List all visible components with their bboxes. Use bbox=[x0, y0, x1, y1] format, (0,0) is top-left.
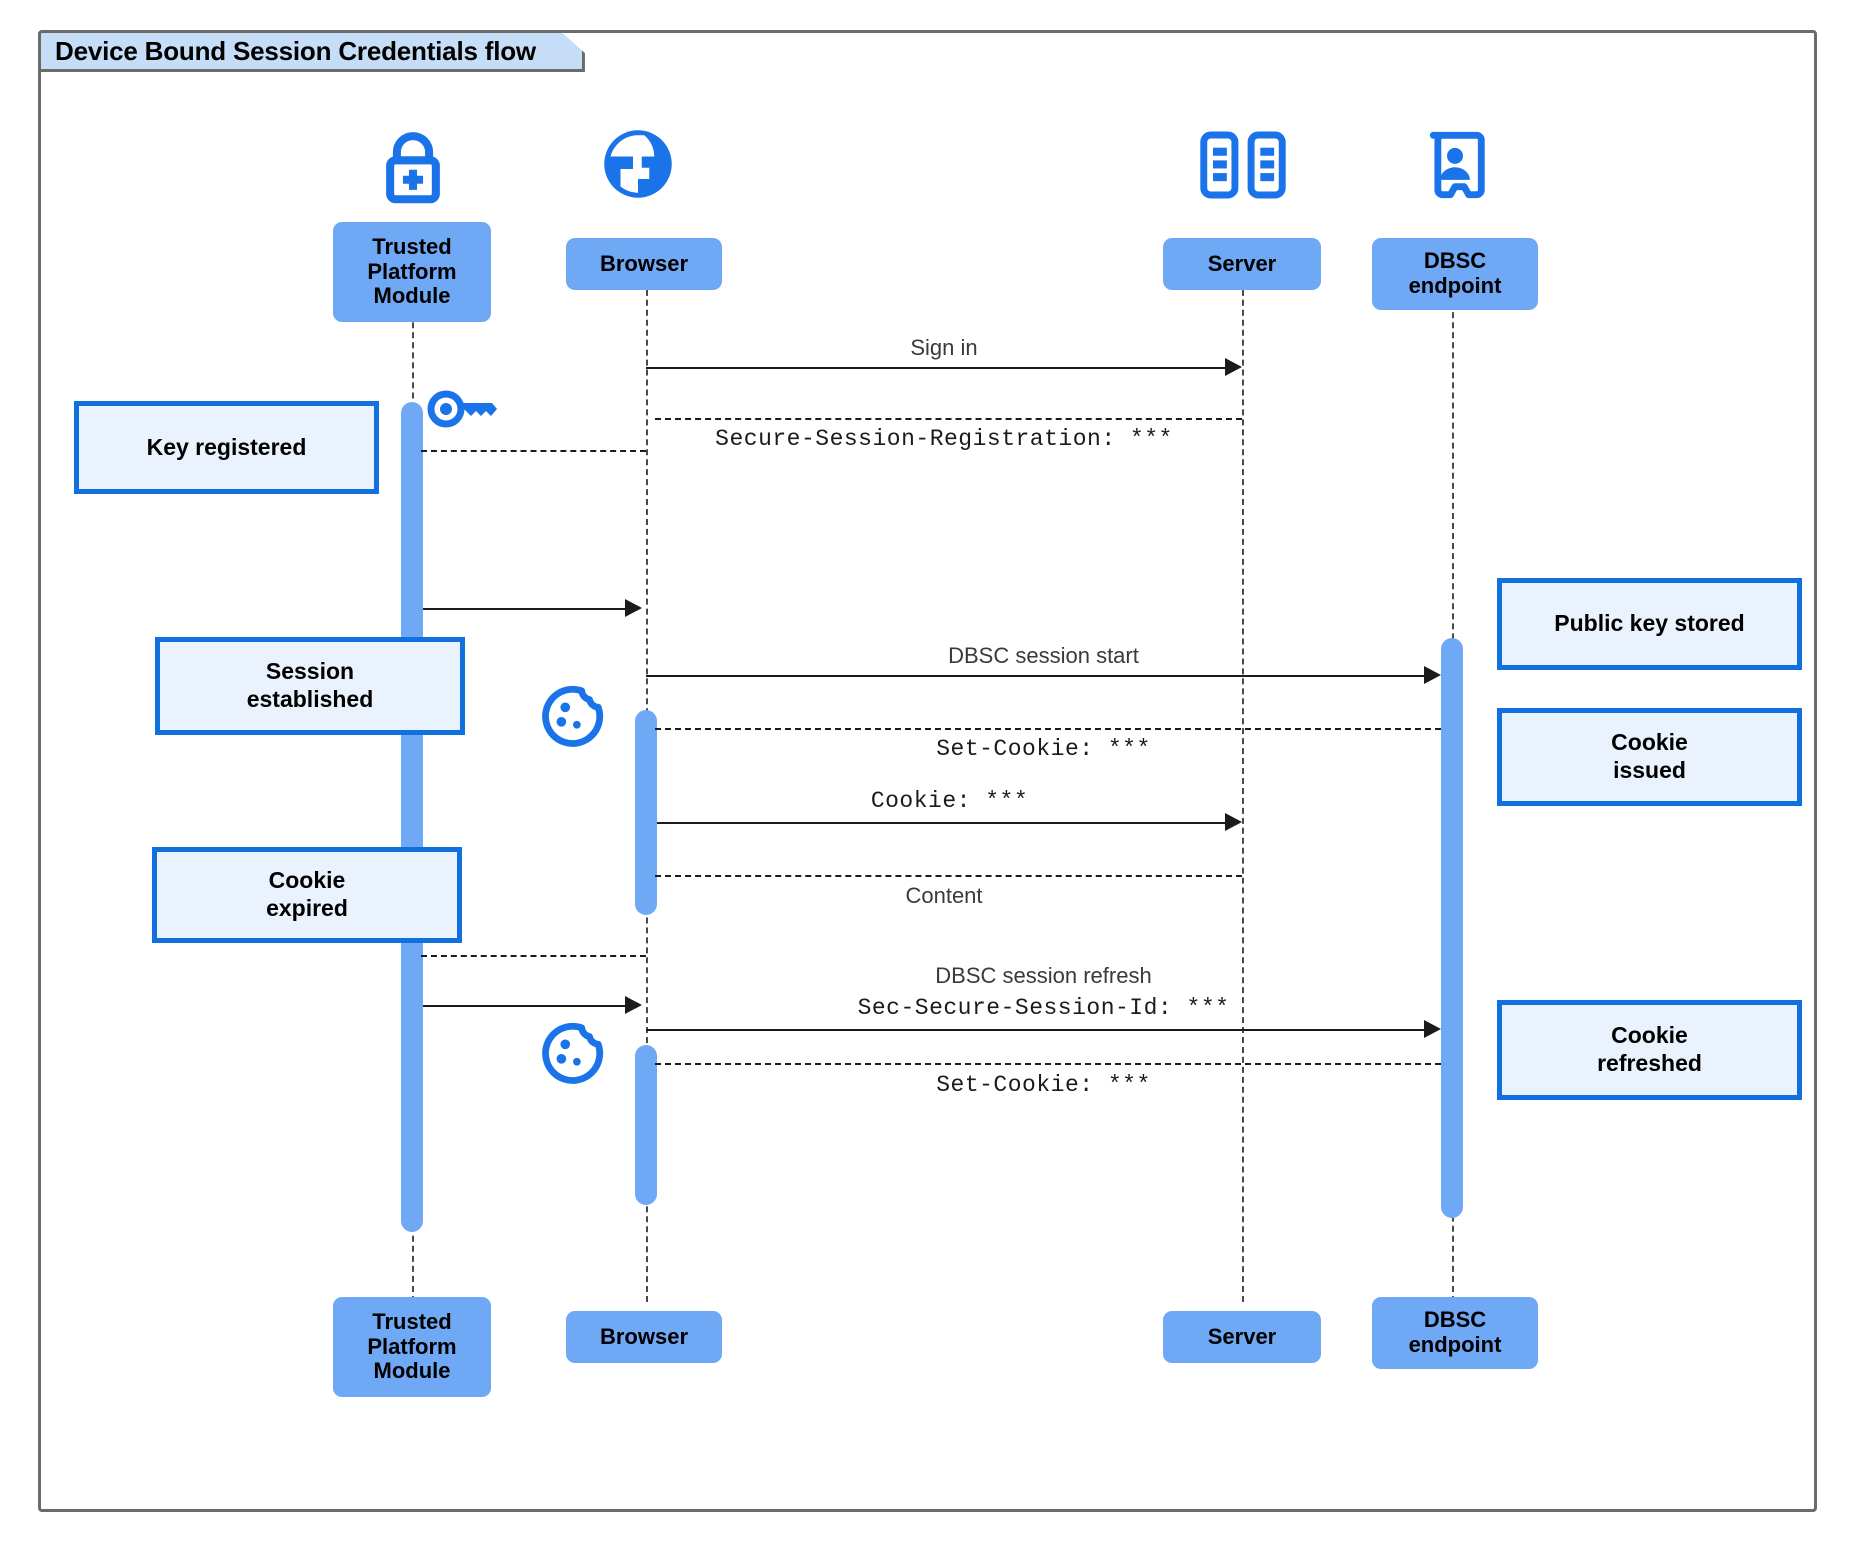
message-line-m1 bbox=[646, 367, 1229, 369]
diagram-title: Device Bound Session Credentials flow bbox=[38, 30, 585, 72]
participant-browser-bottom[interactable]: Browser bbox=[566, 1311, 722, 1363]
note-public-key-stored: Public key stored bbox=[1497, 578, 1802, 670]
participant-label: Server bbox=[1207, 250, 1277, 276]
message-line-m10 bbox=[423, 1005, 629, 1007]
activation-browser-2 bbox=[635, 1045, 657, 1205]
message-arrowhead-m5 bbox=[1424, 666, 1441, 684]
message-label-m2: Secure-Session-Registration: *** bbox=[715, 426, 1173, 452]
participant-server-bottom[interactable]: Server bbox=[1163, 1311, 1321, 1363]
message-line-m11 bbox=[646, 1029, 1428, 1031]
message-label-m8: Content bbox=[905, 883, 983, 908]
message-arrowhead-m10 bbox=[625, 996, 642, 1014]
message-line-m5 bbox=[646, 675, 1428, 677]
participant-label: DBSC endpoint bbox=[1408, 248, 1502, 298]
participant-browser-top[interactable]: Browser bbox=[566, 238, 722, 290]
note-text: Key registered bbox=[146, 433, 307, 460]
message-arrowhead-m4 bbox=[625, 599, 642, 617]
message-label-m6: Set-Cookie: *** bbox=[936, 736, 1151, 762]
lifeline-server bbox=[1242, 250, 1244, 1302]
activation-dbsc bbox=[1441, 638, 1463, 1218]
message-label-m5: DBSC session start bbox=[948, 643, 1139, 668]
participant-label: Browser bbox=[599, 250, 689, 276]
lock-plus-icon bbox=[386, 132, 440, 204]
key-icon bbox=[427, 390, 497, 428]
participant-tpm-bottom[interactable]: Trusted Platform Module bbox=[333, 1297, 491, 1397]
participant-label: DBSC endpoint bbox=[1408, 1307, 1502, 1357]
note-text: Cookie expired bbox=[266, 867, 348, 921]
participant-label: Trusted Platform Module bbox=[367, 1309, 457, 1384]
id-badge-icon bbox=[1429, 131, 1485, 199]
message-line-m7 bbox=[657, 822, 1229, 824]
message-line-m2 bbox=[655, 418, 1242, 420]
message-line-m3 bbox=[421, 450, 646, 452]
message-line-m6 bbox=[655, 728, 1441, 730]
participant-server-top[interactable]: Server bbox=[1163, 238, 1321, 290]
message-arrowhead-m7 bbox=[1225, 813, 1242, 831]
message-arrowhead-m1 bbox=[1225, 358, 1242, 376]
message-label-m7: Cookie: *** bbox=[870, 788, 1029, 814]
participant-label: Server bbox=[1207, 1323, 1277, 1349]
message-line-m8 bbox=[655, 875, 1242, 877]
note-cookie-issued: Cookie issued bbox=[1497, 708, 1802, 806]
message-label-m12: Set-Cookie: *** bbox=[936, 1072, 1151, 1098]
note-text: Public key stored bbox=[1554, 610, 1745, 637]
participant-tpm-top[interactable]: Trusted Platform Module bbox=[333, 222, 491, 322]
message-line-m9 bbox=[421, 955, 646, 957]
message-arrowhead-m11 bbox=[1424, 1020, 1441, 1038]
cookie-icon bbox=[542, 1022, 604, 1084]
participant-dbsc-bottom[interactable]: DBSC endpoint bbox=[1372, 1297, 1538, 1369]
note-key-registered: Key registered bbox=[74, 401, 379, 494]
activation-browser-1 bbox=[635, 710, 657, 915]
note-cookie-refreshed: Cookie refreshed bbox=[1497, 1000, 1802, 1100]
participant-dbsc-top[interactable]: DBSC endpoint bbox=[1372, 238, 1538, 310]
note-text: Cookie refreshed bbox=[1597, 1022, 1702, 1076]
message-line-m12 bbox=[655, 1063, 1441, 1065]
message-label-m11: DBSC session refresh bbox=[935, 963, 1152, 988]
note-text: Session established bbox=[246, 658, 374, 712]
activation-tpm bbox=[401, 402, 423, 1232]
message-label-m1: Sign in bbox=[910, 335, 978, 360]
globe-icon bbox=[604, 130, 672, 198]
cookie-icon bbox=[542, 685, 604, 747]
message-line-m4 bbox=[423, 608, 629, 610]
participant-label: Browser bbox=[599, 1323, 689, 1349]
server-rack-icon bbox=[1200, 131, 1286, 199]
note-session-established: Session established bbox=[155, 637, 465, 735]
message-label-m11b: Sec-Secure-Session-Id: *** bbox=[857, 995, 1230, 1021]
note-cookie-expired: Cookie expired bbox=[152, 847, 462, 943]
participant-label: Trusted Platform Module bbox=[367, 234, 457, 309]
note-text: Cookie issued bbox=[1611, 729, 1688, 783]
